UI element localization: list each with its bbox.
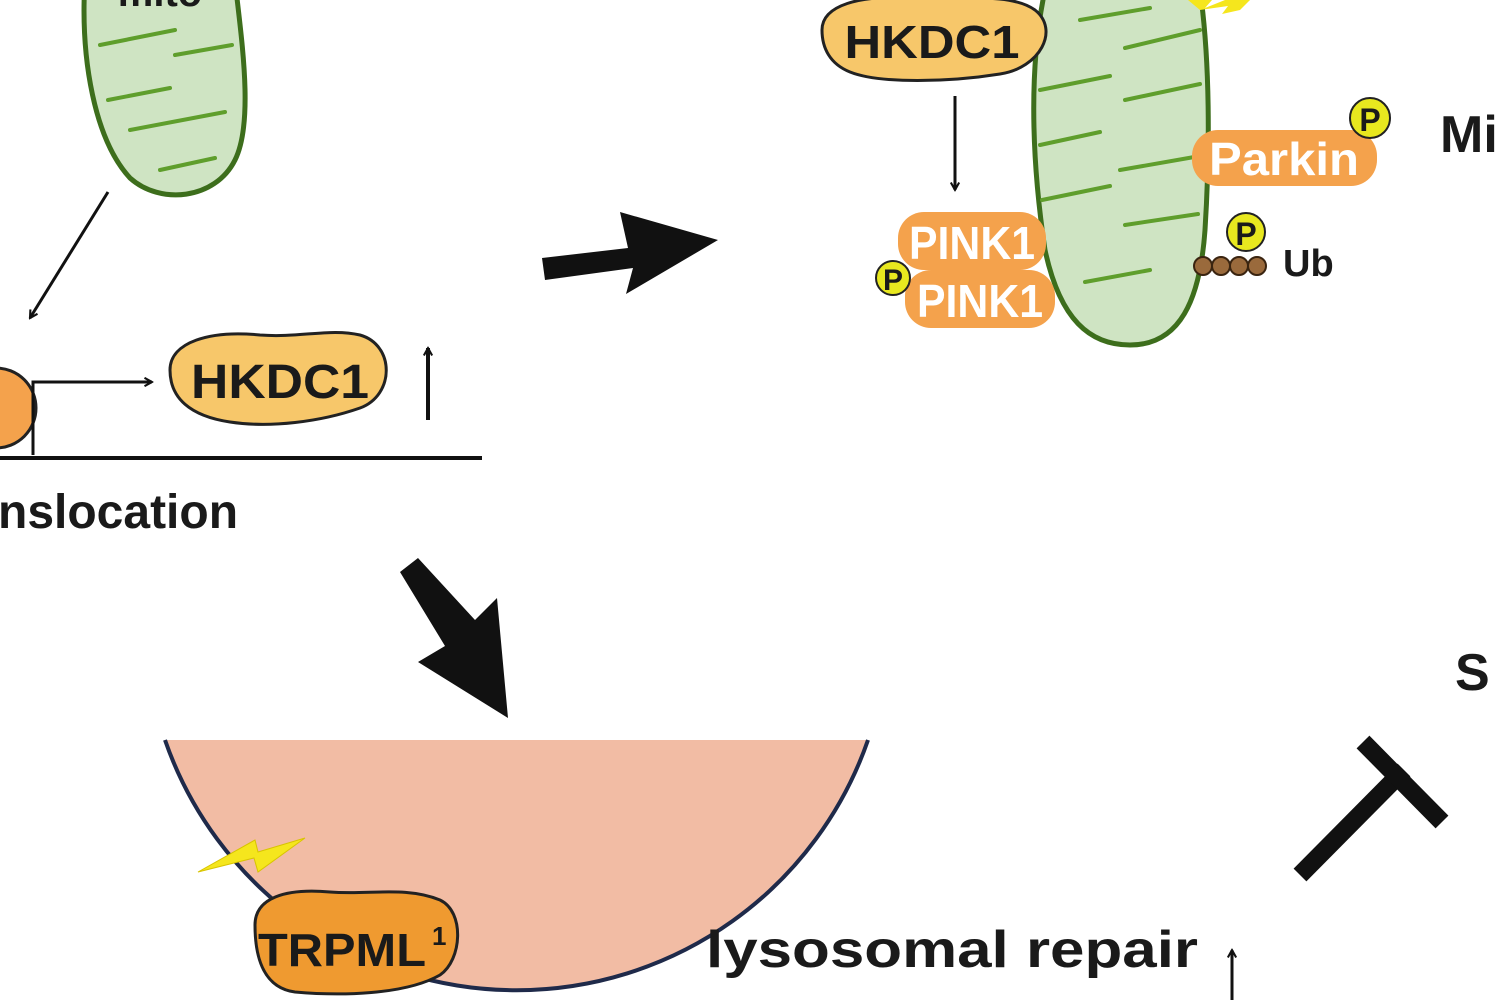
pink1-label-a: PINK1 (909, 217, 1035, 269)
translocation-arrow (28, 191, 110, 318)
inhibition-bar-icon (1293, 735, 1449, 882)
translocation-label: nslocation (0, 486, 238, 539)
trpml-label: TRPML (258, 924, 426, 976)
mito-label: mito (118, 0, 202, 15)
svg-text:P: P (1235, 216, 1256, 252)
lightning-icon (197, 837, 306, 873)
lysosomal-repair-label: lysosomal repair (706, 921, 1198, 979)
big-arrow-right (542, 212, 718, 294)
promoter-region (0, 366, 482, 460)
hkdc1-label-mito: HKDC1 (845, 16, 1020, 68)
pink1-upper: PINK1 (898, 212, 1046, 270)
hkdc1-label-nucleus: HKDC1 (191, 356, 369, 409)
svg-text:P: P (1359, 102, 1380, 138)
svg-text:P: P (883, 264, 903, 297)
lightning-icon (1188, 0, 1250, 14)
trpml-superscript: 1 (432, 921, 446, 951)
trpml1-channel: TRPML 1 (253, 889, 460, 996)
phospho-icon: P (1349, 97, 1391, 139)
hkdc1-protein-mito: HKDC1 (820, 0, 1048, 82)
mitophagy-partial-label: Mi (1440, 106, 1498, 164)
pink1-label-b: PINK1 (917, 275, 1043, 327)
hkdc1-protein-nucleus: HKDC1 (168, 330, 388, 426)
big-arrow-down (400, 558, 508, 718)
phospho-icon: P (1226, 212, 1266, 252)
transcription-factor-icon (0, 366, 38, 450)
parkin-protein: Parkin (1192, 130, 1377, 186)
parkin-label: Parkin (1209, 133, 1359, 185)
phospho-icon: P (875, 260, 911, 297)
ubiquitin-chain-icon (1193, 256, 1267, 276)
s-partial-label: S (1455, 644, 1490, 702)
ub-label: Ub (1283, 243, 1334, 285)
pink1-lower: PINK1 (905, 270, 1055, 328)
mitochondrion-icon (1031, 0, 1211, 348)
mitochondrion-icon: mito (81, 0, 248, 198)
